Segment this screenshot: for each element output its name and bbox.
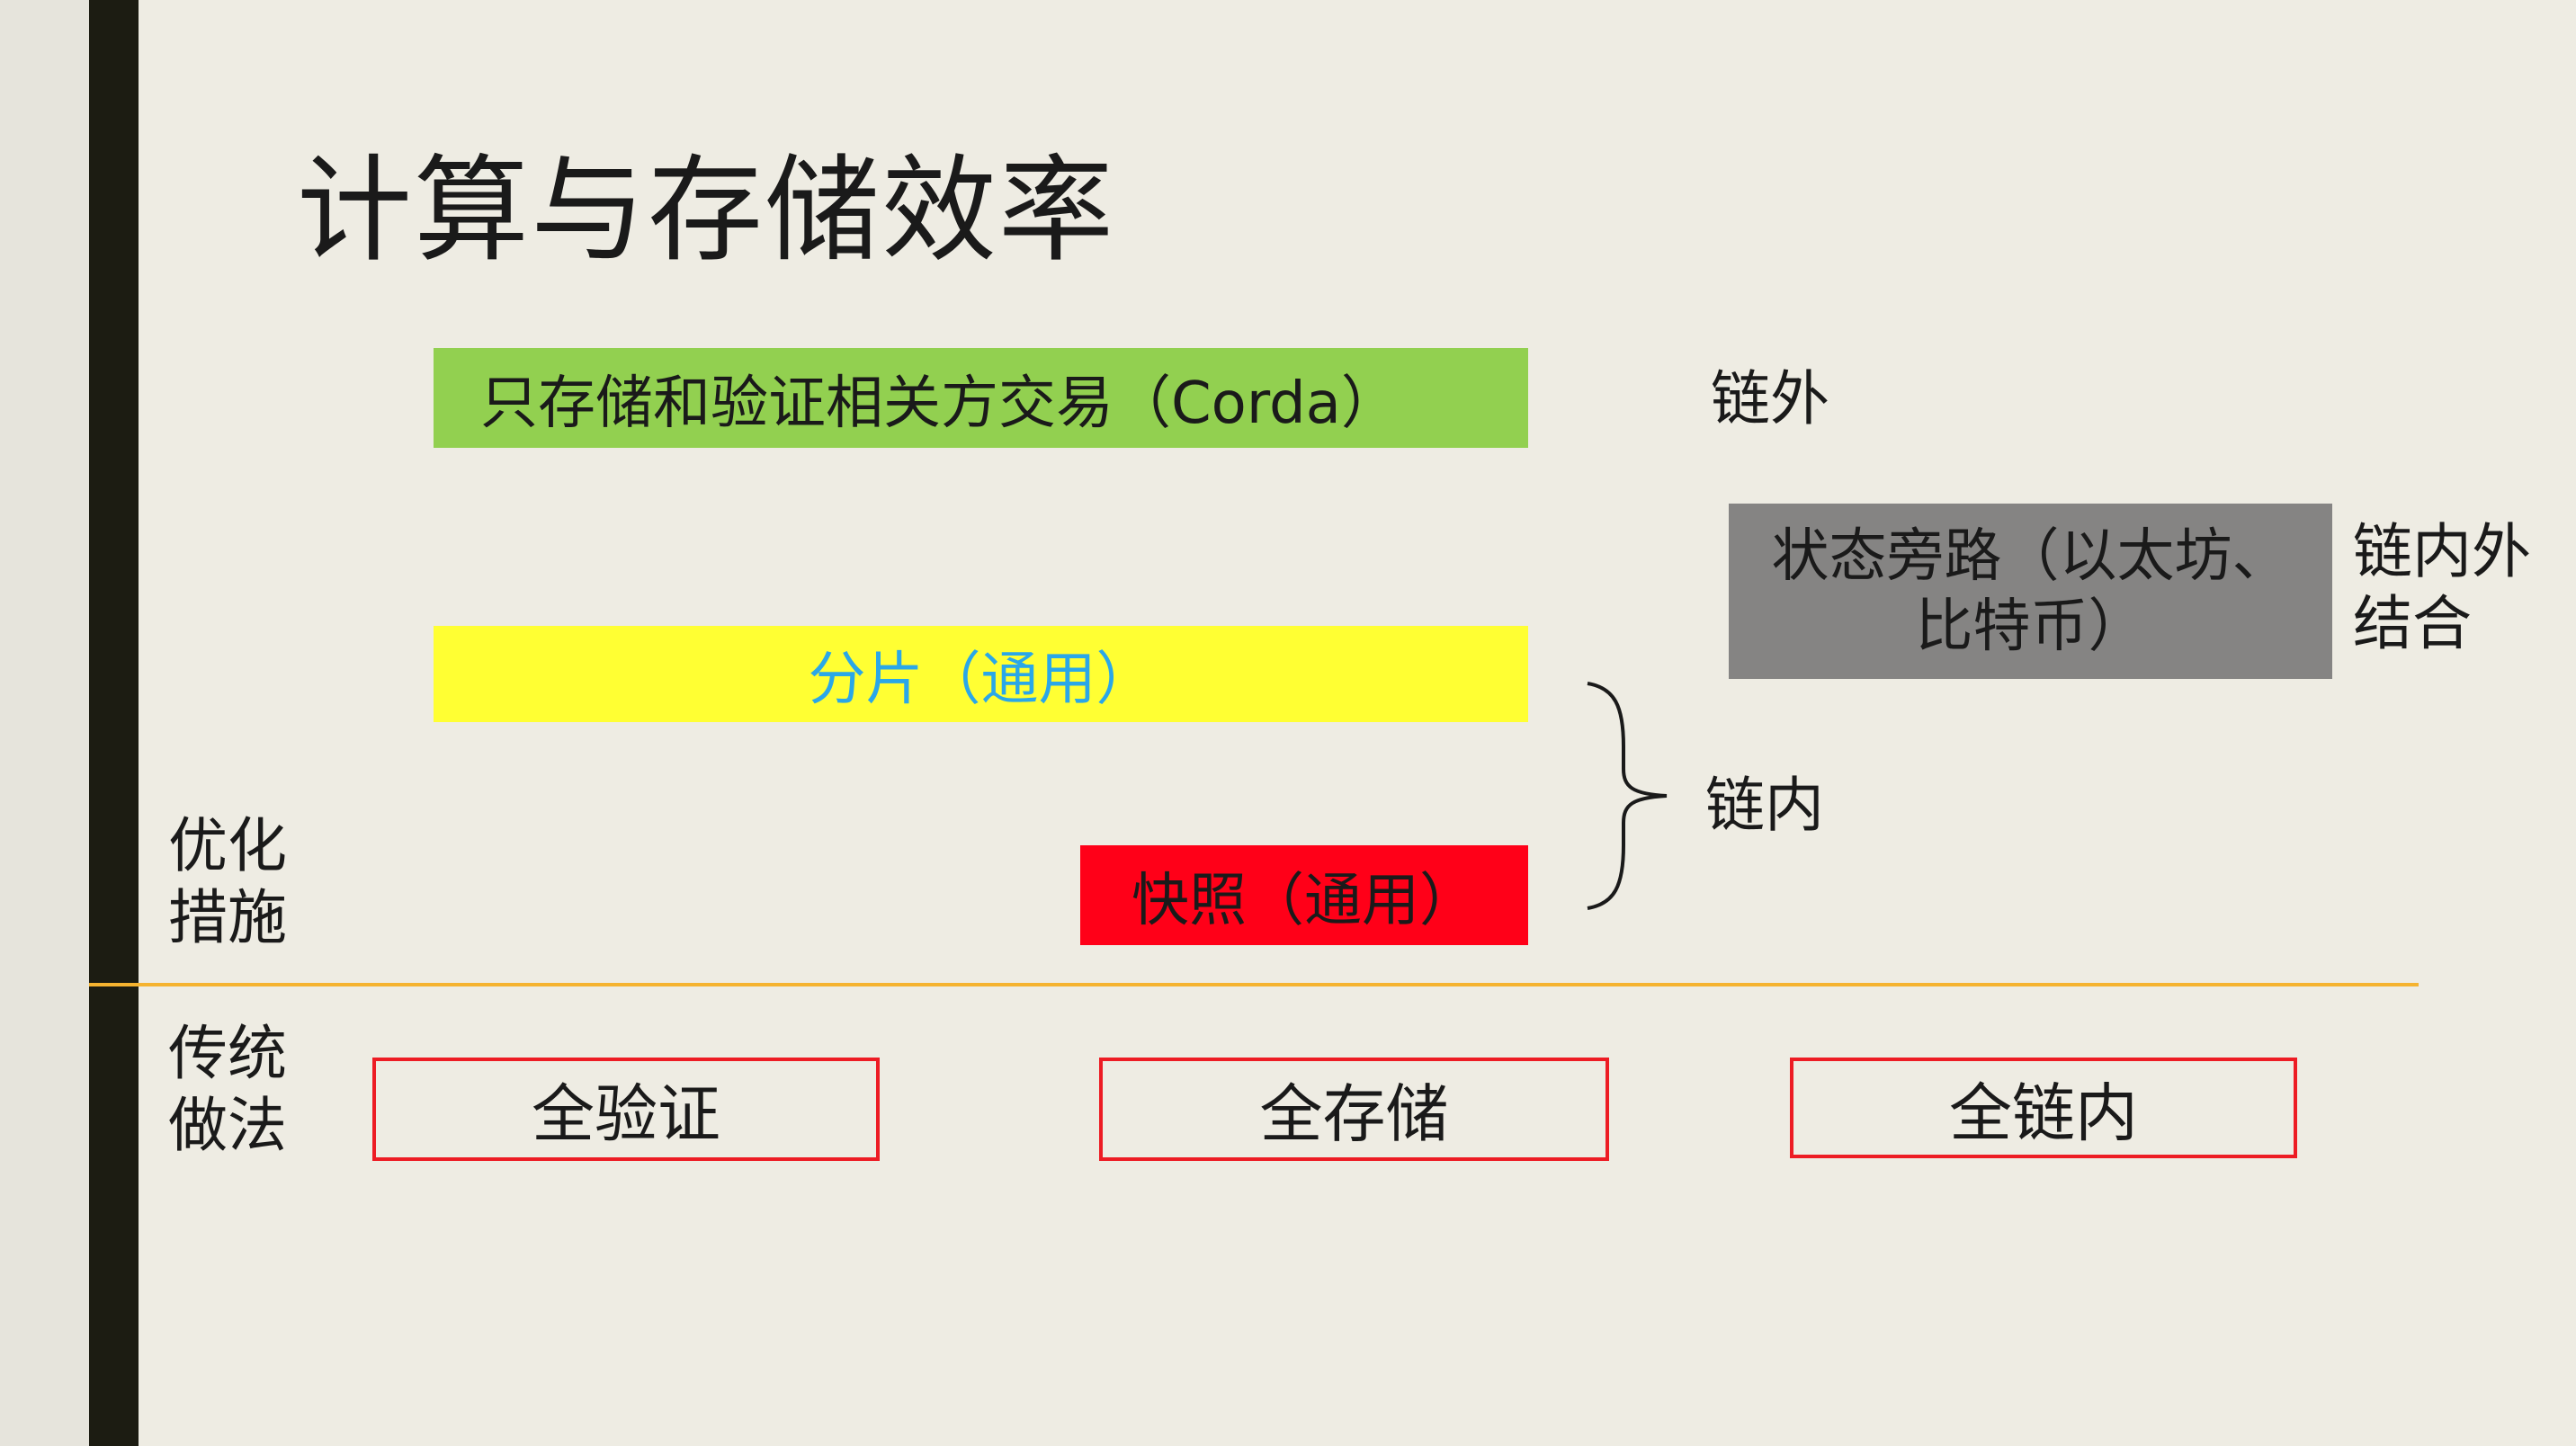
on-chain-label: 链内 (1705, 771, 1824, 840)
left-stripe (0, 0, 89, 1446)
on-off-chain-label-line-2: 结合 (2353, 589, 2472, 658)
full-store-box: 全存储 (1099, 1058, 1609, 1161)
off-chain-label: 链外 (1711, 364, 1829, 433)
state-bypass-line-2: 比特币） (1915, 593, 2146, 660)
snapshot-label: 快照（通用） (1131, 867, 1477, 934)
left-accent-bar (89, 0, 139, 1446)
divider-line (89, 983, 2419, 986)
snapshot-box: 快照（通用） (1080, 845, 1528, 945)
optimization-label-line-2: 措施 (168, 883, 287, 952)
full-verify-box: 全验证 (372, 1058, 880, 1161)
full-onchain-label: 全链内 (1949, 1076, 2138, 1150)
traditional-label-line-2: 做法 (168, 1091, 287, 1160)
slide-title: 计算与存储效率 (297, 144, 1116, 278)
optimization-label-line-1: 优化 (168, 811, 287, 880)
full-verify-label: 全验证 (532, 1077, 720, 1151)
sharding-label: 分片（通用） (808, 646, 1154, 713)
full-store-label: 全存储 (1259, 1077, 1449, 1151)
corda-label: 只存储和验证相关方交易（Corda） (480, 370, 1399, 437)
right-curly-brace (1587, 682, 1668, 910)
state-bypass-line-1: 状态旁路（以太坊、 (1771, 522, 2290, 590)
sharding-box: 分片（通用） (434, 626, 1528, 722)
full-onchain-box: 全链内 (1790, 1058, 2297, 1158)
corda-box: 只存储和验证相关方交易（Corda） (434, 348, 1528, 448)
on-off-chain-label-line-1: 链内外 (2353, 517, 2531, 586)
traditional-label-line-1: 传统 (168, 1019, 287, 1088)
state-bypass-box: 状态旁路（以太坊、 比特币） (1729, 504, 2332, 679)
